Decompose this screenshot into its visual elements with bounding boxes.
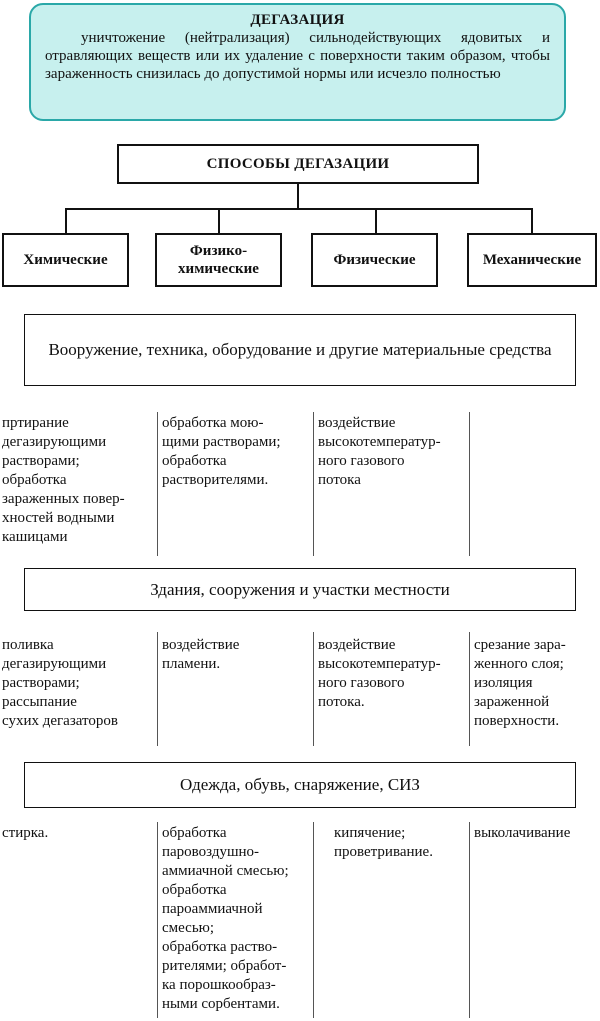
method-cell: стирка. [2, 825, 49, 841]
method-cell: выколачивание [474, 825, 571, 841]
column-divider [157, 822, 158, 1018]
column-divider [469, 632, 470, 746]
method-cell: воздействие высокотемператур- ного газов… [318, 637, 441, 710]
column-divider [469, 412, 470, 556]
method-cell: срезание зара- женного слоя; изоляция за… [474, 637, 566, 729]
column-divider [157, 412, 158, 556]
section-buildings-title: Здания, сооружения и участки местности [24, 568, 576, 611]
definition-box: ДЕГАЗАЦИЯ уничтожение (нейтрализация) си… [29, 3, 566, 121]
column-divider [313, 412, 314, 556]
column-divider [157, 632, 158, 746]
methods-header: СПОСОБЫ ДЕГАЗАЦИИ [117, 144, 479, 184]
section-equipment-title: Вооружение, техника, оборудование и друг… [24, 314, 576, 386]
connector-bar [65, 208, 532, 210]
connector-mechanical [531, 208, 533, 234]
column-divider [313, 822, 314, 1018]
method-cell: поливка дегазирующими растворами; рассып… [2, 637, 118, 729]
connector-chemical [65, 208, 67, 234]
method-cell: воздействие пламени. [162, 637, 240, 672]
method-cell: обработка мою- щими растворами; обработк… [162, 415, 281, 488]
method-cell: пртирание дегазирующими растворами; обра… [2, 415, 125, 545]
definition-title: ДЕГАЗАЦИЯ [250, 12, 345, 28]
section-clothing-title: Одежда, обувь, снаряжение, СИЗ [24, 762, 576, 808]
connector-physchem [218, 208, 220, 234]
method-cell: кипячение; проветривание. [334, 825, 433, 860]
category-mechanical: Механические [467, 233, 597, 287]
connector-trunk [297, 184, 299, 209]
column-divider [313, 632, 314, 746]
method-cell: обработка паровоздушно- аммиачной смесью… [162, 825, 289, 1012]
category-physico-chemical: Физико- химические [155, 233, 282, 287]
category-physical: Физические [311, 233, 438, 287]
category-chemical: Химические [2, 233, 129, 287]
definition-text: уничтожение (нейтрализация) сильнодейств… [45, 30, 550, 82]
method-cell: воздействие высокотемператур- ного газов… [318, 415, 441, 488]
connector-physical [375, 208, 377, 234]
column-divider [469, 822, 470, 1018]
